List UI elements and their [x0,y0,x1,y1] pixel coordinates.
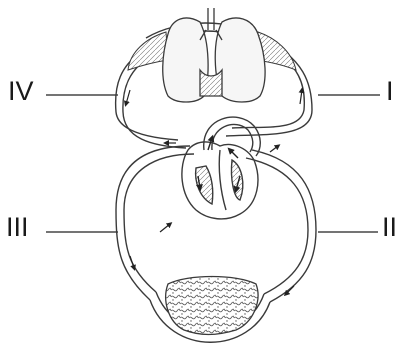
upper-left-capillary-bed [128,32,168,70]
label-iii: III [6,214,29,241]
body-capillary-bed [166,277,258,335]
flow-arrow-lower-right [286,286,294,294]
lungs [163,8,265,102]
flow-arrow-right-mid [270,146,278,152]
label-ii: II [382,214,397,241]
right-lung [215,18,265,102]
flow-arrow-heart-return [160,224,170,232]
flow-arrow-upper-right [300,90,302,104]
flow-arrow-upper-left [126,90,130,104]
lung-hilum [200,70,222,96]
label-iv: IV [8,78,34,105]
heart [182,117,260,219]
label-i: I [386,78,394,105]
flow-arrow-lower-left [130,256,134,268]
